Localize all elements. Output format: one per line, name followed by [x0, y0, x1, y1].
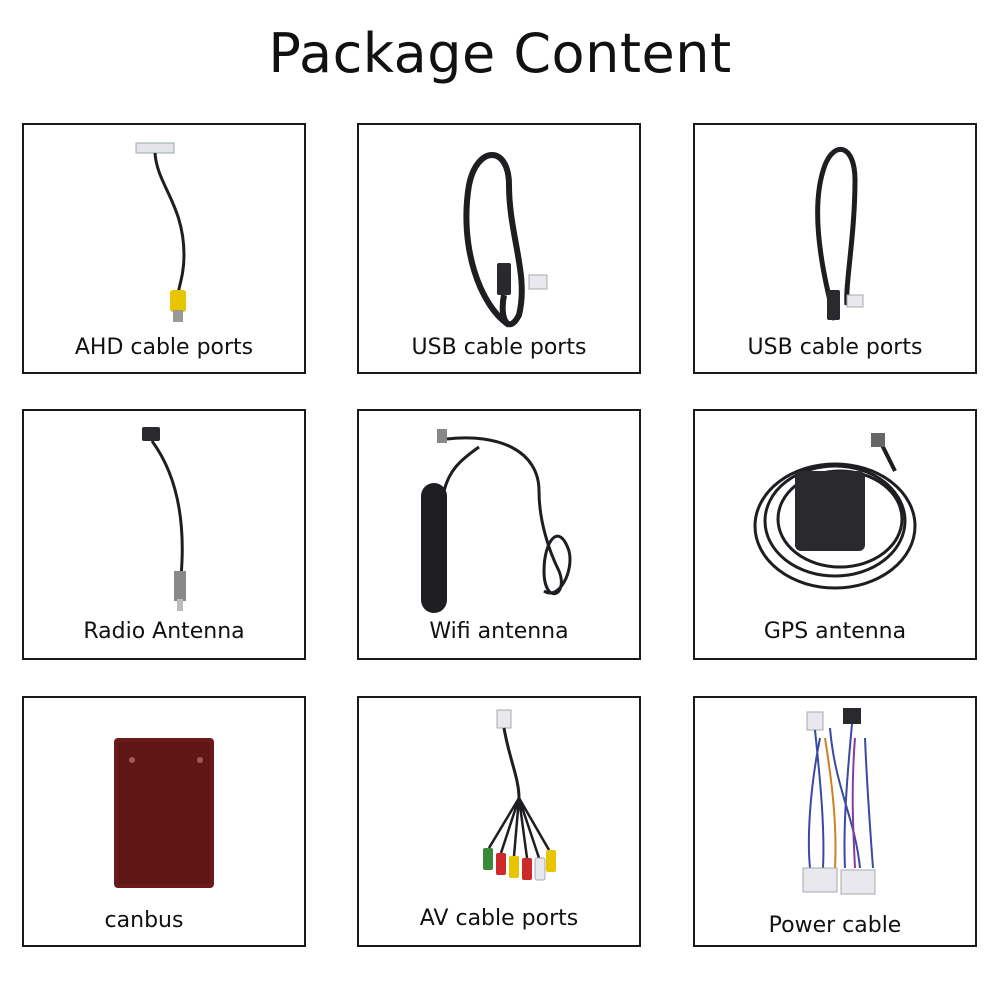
item-card-ahd-cable: AHD cable ports [22, 123, 306, 374]
item-card-radio-antenna: Radio Antenna [22, 409, 306, 660]
item-card-gps-antenna: GPS antenna [693, 409, 977, 660]
item-card-usb-cable-1: USB cable ports [357, 123, 641, 374]
radio-antenna-image [142, 427, 186, 611]
item-card-av-cable: AV cable ports [357, 696, 641, 947]
item-label-wifi-antenna: Wifi antenna [429, 619, 569, 644]
item-label-gps-antenna: GPS antenna [763, 619, 907, 644]
item-label-usb-cable-1: USB cable ports [411, 335, 587, 360]
item-card-usb-cable-2: USB cable ports [693, 123, 977, 374]
page-title: Package Content [268, 22, 732, 85]
item-label-ahd-cable: AHD cable ports [74, 335, 254, 360]
item-card-wifi-antenna: Wifi antenna [357, 409, 641, 660]
wifi-antenna-image [421, 429, 572, 613]
gps-antenna-image [753, 433, 917, 590]
usb-cable-image [815, 146, 864, 321]
item-label-usb-cable-2: USB cable ports [747, 335, 923, 360]
usb-cable-image [463, 152, 548, 328]
power-cable-image [802, 708, 876, 895]
item-label-radio-antenna: Radio Antenna [83, 619, 245, 644]
item-card-canbus: canbus [22, 696, 306, 947]
item-label-av-cable: AV cable ports [419, 906, 579, 931]
av-cable-image [483, 709, 556, 881]
item-card-power-cable: Power cable [693, 696, 977, 947]
item-label-canbus: canbus [104, 908, 184, 933]
canbus-box-image [114, 738, 214, 888]
item-label-power-cable: Power cable [768, 913, 902, 938]
ahd-cable-image [135, 142, 186, 322]
